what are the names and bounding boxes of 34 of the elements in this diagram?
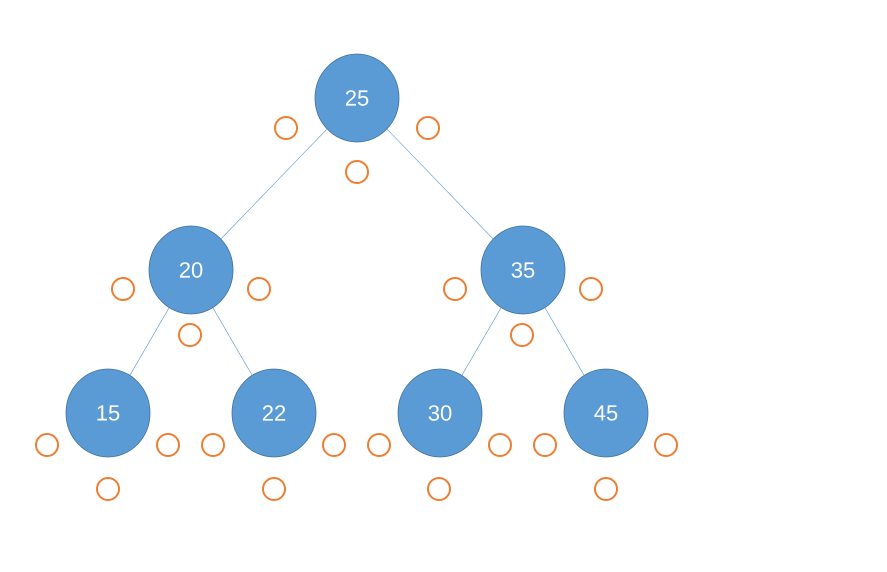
connector-line xyxy=(544,308,584,376)
empty-circle xyxy=(416,116,440,140)
empty-circle xyxy=(510,323,534,347)
empty-circle xyxy=(594,477,618,501)
tree-node: 22 xyxy=(232,368,316,458)
empty-circle xyxy=(247,277,271,301)
tree-node: 20 xyxy=(148,226,234,314)
empty-circle xyxy=(488,433,512,457)
connector-line xyxy=(386,128,494,240)
tree-node: 35 xyxy=(480,226,566,314)
empty-circle xyxy=(111,277,135,301)
tree-node: 30 xyxy=(398,368,482,458)
empty-circle xyxy=(533,433,557,457)
empty-circle xyxy=(262,477,286,501)
empty-circle xyxy=(579,277,603,301)
tree-node: 45 xyxy=(564,368,648,458)
empty-circle xyxy=(322,433,346,457)
empty-circle xyxy=(654,433,678,457)
empty-circle xyxy=(367,433,391,457)
connector-line xyxy=(212,308,252,376)
empty-circle xyxy=(35,433,59,457)
empty-circle xyxy=(427,477,451,501)
empty-circle xyxy=(274,116,298,140)
tree-node: 25 xyxy=(314,54,400,142)
empty-circle xyxy=(178,323,202,347)
empty-circle xyxy=(345,160,369,184)
tree-node: 15 xyxy=(66,368,150,458)
empty-circle xyxy=(96,477,120,501)
empty-circle xyxy=(156,433,180,457)
connector-line xyxy=(220,128,328,240)
connector-line xyxy=(130,308,170,376)
empty-circle xyxy=(201,433,225,457)
empty-circle xyxy=(443,277,467,301)
connector-line xyxy=(462,308,502,376)
